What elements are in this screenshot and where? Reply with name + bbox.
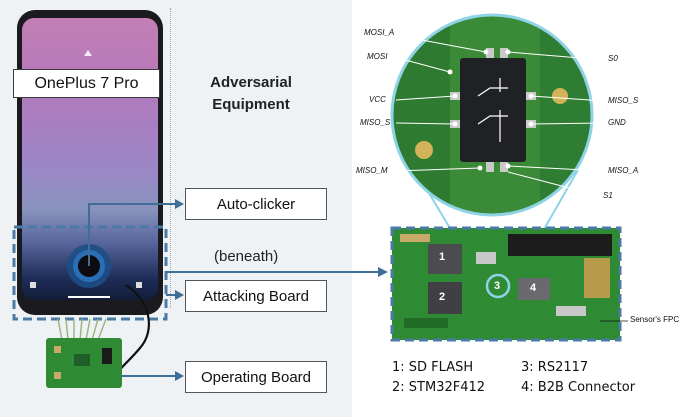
chip-marker-3: 3 xyxy=(494,280,501,292)
panel-divider xyxy=(170,8,171,308)
operating-board-connector xyxy=(102,348,112,364)
legend-item-2: 2: STM32F412 xyxy=(392,380,486,395)
chip-3-highlight-ring xyxy=(485,273,511,299)
left-diagram-svg xyxy=(12,50,184,388)
camera-icon xyxy=(136,282,142,288)
pcb-top-connector xyxy=(508,234,612,256)
signal-leader-dots xyxy=(447,49,534,171)
operating-board-arrowhead xyxy=(175,371,184,381)
chip-marker-4: 4 xyxy=(530,282,537,294)
operating-board-pad xyxy=(54,372,61,379)
pcb-component xyxy=(476,252,496,264)
signal-mosi: MOSI xyxy=(367,52,388,61)
signal-miso-m: MISO_M xyxy=(356,166,388,175)
legend-item-1: 1: SD FLASH xyxy=(392,360,474,375)
signal-mosi-a: MOSI_A xyxy=(364,28,395,37)
signal-miso-s-right: MISO_S xyxy=(608,96,639,105)
operating-board-pad xyxy=(54,346,61,353)
pcb-connector-arrowhead xyxy=(378,267,388,277)
signal-vcc: VCC xyxy=(369,95,386,104)
auto-clicker-connector xyxy=(88,203,176,266)
attacking-board-label: Attacking Board xyxy=(185,280,327,312)
beneath-label: (beneath) xyxy=(214,248,279,265)
phone-model-label: OnePlus 7 Pro xyxy=(13,69,160,98)
heading-line-1: Adversarial xyxy=(210,74,292,91)
operating-board-label: Operating Board xyxy=(185,361,327,393)
adversarial-equipment-heading: Adversarial Equipment xyxy=(196,72,306,116)
signal-s0: S0 xyxy=(608,54,618,63)
pcb-pad xyxy=(400,234,430,242)
home-bar xyxy=(68,296,110,298)
signal-miso-a: MISO_A xyxy=(608,166,639,175)
phone-call-icon xyxy=(30,282,36,288)
pcb-dashed-outline xyxy=(390,226,622,342)
sensor-fpc-strip xyxy=(584,258,610,298)
signal-gnd: GND xyxy=(608,118,626,127)
pcb-component xyxy=(556,306,586,316)
chip-4-b2b-connector xyxy=(518,278,550,300)
heading-line-2: Equipment xyxy=(212,96,290,113)
signal-s1: S1 xyxy=(603,191,613,200)
auto-clicker-arrowhead xyxy=(175,199,184,209)
zoom-solder-pad xyxy=(552,88,568,104)
legend-item-3: 3: RS2117 xyxy=(521,360,589,375)
zoom-solder-pad xyxy=(415,141,433,159)
signal-miso-s-left: MISO_S xyxy=(360,118,391,127)
zoom-circle-content xyxy=(392,15,592,215)
zoom-circle-ring xyxy=(390,13,594,217)
zoom-chip-switch-marks xyxy=(477,78,508,142)
sensor-fpc-label: Sensor's FPC xyxy=(630,315,680,324)
operating-board-chip xyxy=(74,354,90,366)
auto-clicker-label: Auto-clicker xyxy=(185,188,327,220)
screen-lock-icon xyxy=(84,50,92,56)
attacking-board-arrowhead xyxy=(175,290,184,300)
chip-marker-2: 2 xyxy=(439,291,446,303)
legend-item-4: 4: B2B Connector xyxy=(521,380,636,395)
zoom-chip-rs2117 xyxy=(460,58,526,162)
ribbon-wires xyxy=(57,318,107,341)
signal-leaders xyxy=(395,35,605,197)
pcb-trace-area xyxy=(404,318,448,328)
chip-marker-1: 1 xyxy=(439,251,446,263)
chip-2-stm32f412 xyxy=(428,282,462,314)
chip-1-sd-flash xyxy=(428,244,462,274)
